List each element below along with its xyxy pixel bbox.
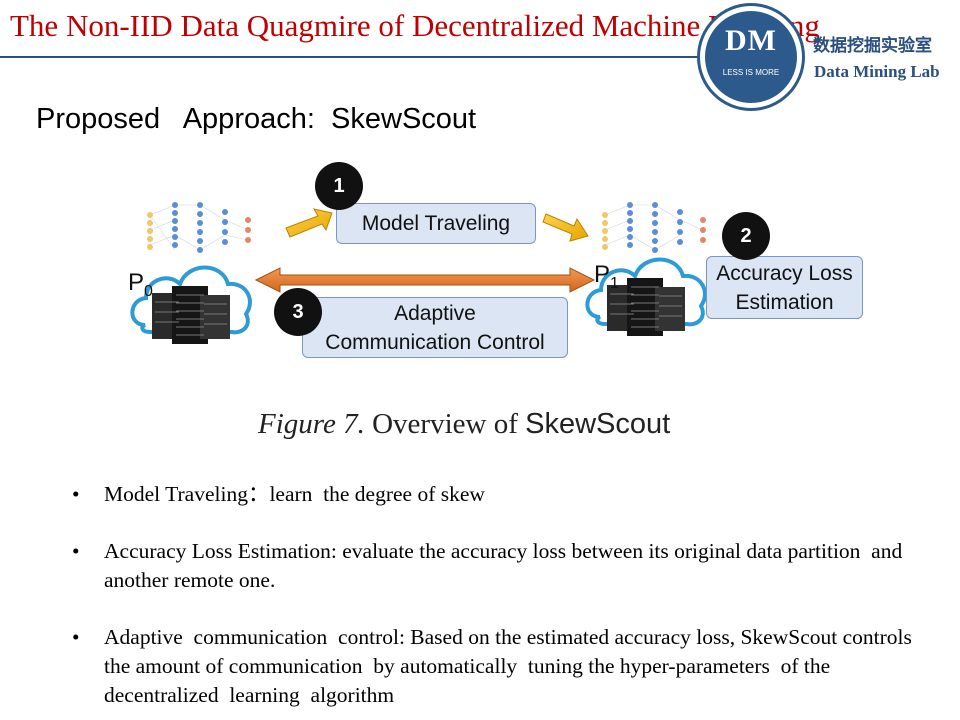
- caption-system-name: SkewScout: [525, 408, 671, 440]
- adaptive-line-2: Communication Control: [325, 331, 545, 354]
- accuracy-loss-line-1: Accuracy Loss: [716, 262, 853, 285]
- p0-subscript: 0: [144, 283, 153, 300]
- accuracy-loss-box: Accuracy Loss Estimation: [706, 256, 863, 319]
- bullet-text: Model Traveling：learn the degree of skew: [104, 482, 485, 506]
- figure-caption: Figure 7. Overview of SkewScout: [258, 408, 670, 441]
- model-traveling-label: Model Traveling: [361, 212, 511, 235]
- bullet-dot: •: [72, 625, 80, 649]
- bullet-text: Accuracy Loss Estimation: evaluate the a…: [104, 539, 908, 592]
- node-label-p1: P1: [594, 263, 619, 292]
- cloud-server-icon-p1: [585, 257, 707, 336]
- bullet-item: • Model Traveling：learn the degree of sk…: [72, 480, 912, 509]
- step-1-badge: 1: [315, 162, 363, 210]
- slide-title: The Non-IID Data Quagmire of Decentraliz…: [10, 8, 820, 43]
- neural-network-icon-p1: [602, 202, 706, 253]
- arrow-right-icon: [285, 208, 333, 238]
- arrow-right-down-icon: [542, 213, 589, 242]
- bullet-text: Adaptive communication control: Based on…: [104, 625, 918, 707]
- adaptive-line-1: Adaptive: [394, 302, 476, 325]
- double-arrow-icon: [254, 267, 596, 293]
- caption-text: Overview of: [364, 408, 526, 440]
- bullet-dot: •: [72, 539, 80, 563]
- p0-letter: P: [128, 269, 145, 296]
- caption-figure-number: Figure 7.: [258, 408, 365, 440]
- lab-name-chinese: 数据挖掘实验室: [813, 36, 932, 56]
- bullet-item: • Adaptive communication control: Based …: [72, 623, 912, 710]
- p1-subscript: 1: [610, 275, 619, 292]
- neural-network-icon-p0: [147, 202, 251, 253]
- logo-letters: DM: [725, 24, 777, 57]
- p1-letter: P: [594, 261, 611, 288]
- bullet-dot: •: [72, 482, 80, 506]
- adaptive-communication-box: Adaptive Communication Control: [302, 297, 568, 358]
- bullet-item: • Accuracy Loss Estimation: evaluate the…: [72, 537, 912, 595]
- model-traveling-box: Model Traveling: [336, 203, 536, 244]
- lab-logo-icon: [700, 6, 802, 108]
- step-2-badge: 2: [722, 212, 770, 260]
- section-heading: Proposed Approach: SkewScout: [36, 103, 477, 135]
- accuracy-loss-line-2: Estimation: [735, 291, 834, 314]
- logo-motto: LESS IS MORE: [722, 68, 780, 77]
- header-divider: [0, 56, 700, 58]
- lab-name-english: Data Mining Lab: [814, 62, 940, 81]
- node-label-p0: P0: [128, 271, 153, 300]
- step-3-badge: 3: [274, 288, 322, 336]
- cloud-server-icon-p0: [130, 265, 252, 344]
